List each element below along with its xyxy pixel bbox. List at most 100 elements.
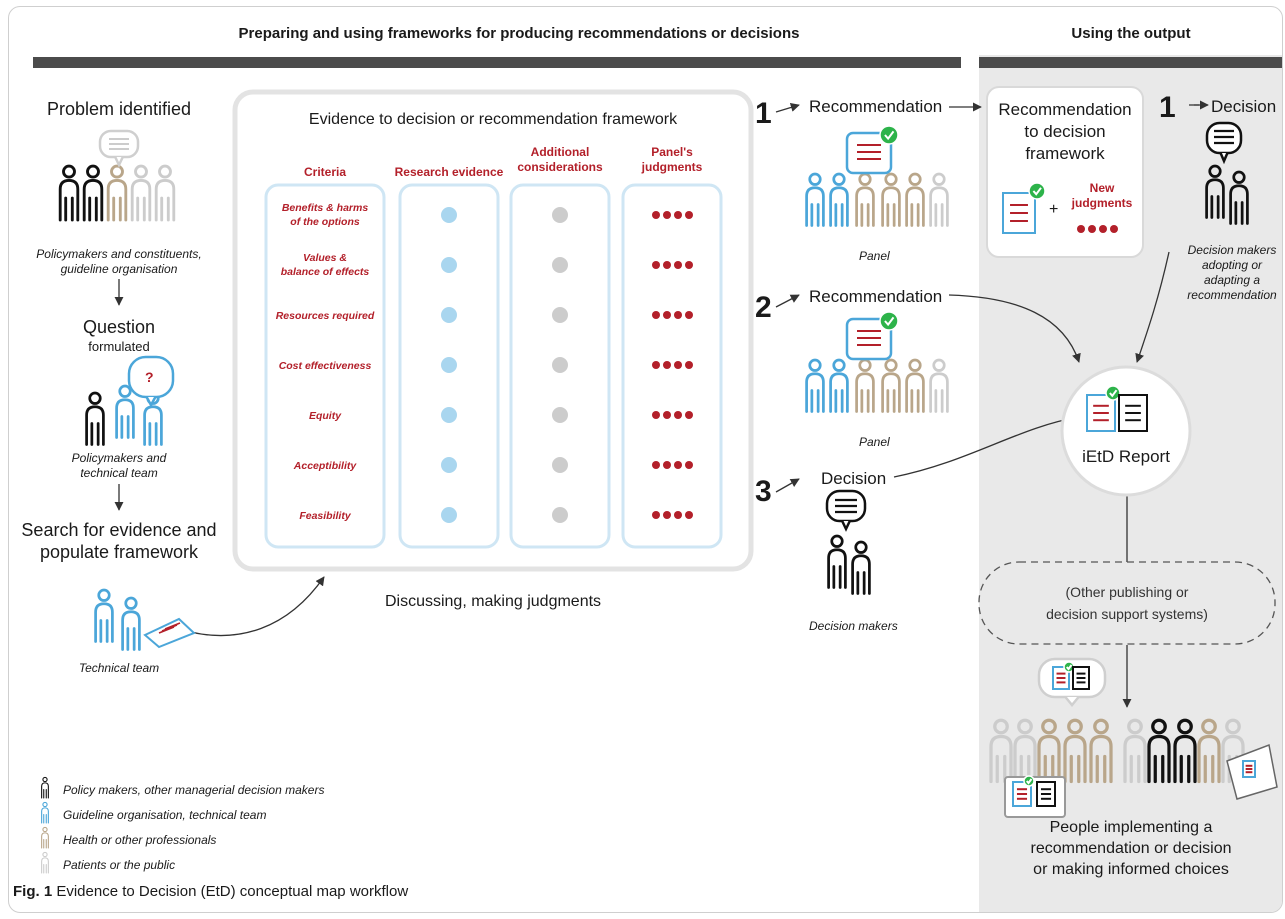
right-header-bar — [979, 57, 1282, 68]
person-icon — [130, 164, 152, 222]
path3-decision: Decision — [821, 469, 887, 488]
person-icon — [881, 172, 901, 227]
col-research: Research evidence — [394, 165, 504, 179]
judgment-dot — [685, 311, 693, 319]
path-number-2: 2 — [755, 291, 772, 324]
judgment-dot — [652, 511, 660, 519]
technical-team-caption: Technical team — [78, 661, 160, 675]
judgment-dot — [652, 411, 660, 419]
judgment-dot — [1110, 225, 1118, 233]
legend-label-policy: Policy makers, other managerial decision… — [63, 783, 325, 797]
decision-makers-caption: Decision makers — [809, 619, 898, 633]
person-icon — [154, 164, 176, 222]
mini-doc-icon — [1012, 781, 1032, 807]
judgment-dot — [674, 211, 682, 219]
additional-consideration-dot — [552, 407, 568, 423]
research-evidence-dot — [441, 357, 457, 373]
panel-caption-1: Panel — [859, 249, 890, 263]
panel-column-box — [621, 183, 723, 549]
person-icon — [855, 172, 875, 227]
policymakers-caption: Policymakers and constituents, guideline… — [36, 247, 202, 276]
figure-caption: Fig. 1 Evidence to Decision (EtD) concep… — [13, 883, 408, 900]
person-icon — [1197, 718, 1221, 784]
legend-label-guideline: Guideline organisation, technical team — [63, 808, 267, 822]
person-icon — [929, 172, 949, 227]
research-evidence-dot — [441, 407, 457, 423]
research-evidence-dot — [441, 207, 457, 223]
judgment-dot — [652, 461, 660, 469]
left-header-bar — [33, 57, 961, 68]
criterion-benefits: Benefits & harms of the options — [281, 202, 369, 228]
judgment-dot — [1088, 225, 1096, 233]
col-criteria: Criteria — [303, 165, 347, 179]
person-icon — [855, 358, 875, 413]
people-implementing-label: People implementing a recommendation or … — [1030, 819, 1232, 878]
person-icon — [41, 826, 49, 849]
check-icon — [879, 311, 899, 331]
judgment-dot — [652, 361, 660, 369]
speech-bubble-icon — [98, 129, 140, 168]
additional-consideration-dot — [552, 257, 568, 273]
additional-consideration-dot — [552, 207, 568, 223]
adopting-caption: Decision makers adopting or adapting a r… — [1187, 243, 1277, 302]
person-icon — [881, 358, 901, 413]
question-bubble-icon — [127, 355, 175, 408]
additional-consideration-dot — [552, 307, 568, 323]
person-icon — [989, 718, 1013, 784]
other-systems-box — [978, 561, 1276, 645]
criterion-feasibility: Feasibility — [299, 510, 351, 522]
research-evidence-dot — [441, 307, 457, 323]
research-evidence-dot — [441, 507, 457, 523]
person-icon — [82, 164, 104, 222]
judgment-dot — [685, 411, 693, 419]
col-panel: Panel's judgments — [641, 145, 703, 174]
policy-tech-caption: Policymakers and technical team — [71, 451, 167, 480]
check-icon — [1023, 775, 1035, 787]
person-icon — [85, 391, 105, 446]
judgment-dot — [685, 261, 693, 269]
additional-consideration-dot — [552, 507, 568, 523]
question-label: Question — [82, 317, 156, 337]
mini-doc-icon — [1242, 760, 1256, 778]
criterion-equity: Equity — [308, 410, 342, 422]
criterion-acceptability: Acceptibility — [293, 460, 357, 472]
judgment-dot — [652, 211, 660, 219]
framework-title: Evidence to decision or recommendation f… — [308, 111, 678, 128]
person-icon — [829, 358, 849, 413]
judgment-dot — [685, 461, 693, 469]
person-icon — [106, 164, 128, 222]
judgment-dot — [685, 511, 693, 519]
report-doc-black-icon — [1118, 394, 1148, 432]
figure-frame: Preparing and using frameworks for produ… — [8, 6, 1283, 913]
additional-consideration-dot — [552, 357, 568, 373]
person-icon — [1173, 718, 1197, 784]
criterion-resources: Resources required — [275, 310, 375, 322]
person-icon — [905, 358, 925, 413]
person-icon — [41, 776, 49, 799]
other-systems-label: (Other publishing or decision support sy… — [1046, 584, 1208, 622]
plus-sign: + — [1049, 201, 1059, 218]
path1-recommendation: Recommendation — [809, 97, 943, 116]
judgment-dot — [663, 461, 671, 469]
output-decision: Decision — [1211, 97, 1277, 116]
judgment-dot — [674, 261, 682, 269]
framework-doc-icon — [1002, 192, 1036, 234]
person-icon — [115, 384, 135, 439]
discussing-label: Discussing, making judgments — [384, 593, 602, 610]
research-evidence-dot — [441, 257, 457, 273]
person-icon — [121, 596, 141, 651]
new-judgments: New judgments — [1071, 181, 1133, 210]
formulated-label: formulated — [88, 339, 150, 354]
person-icon — [1229, 170, 1249, 225]
research-column-box — [398, 183, 500, 549]
judgment-dot — [663, 411, 671, 419]
legend-label-patients: Patients or the public — [63, 858, 176, 872]
check-icon — [1028, 182, 1046, 200]
figure-caption-text: Evidence to Decision (EtD) conceptual ma… — [52, 883, 409, 900]
person-icon — [1037, 718, 1061, 784]
judgment-dot — [663, 361, 671, 369]
judgment-dot — [674, 361, 682, 369]
decision-speech-icon — [825, 489, 867, 532]
person-icon — [41, 801, 49, 824]
judgment-dot — [1099, 225, 1107, 233]
